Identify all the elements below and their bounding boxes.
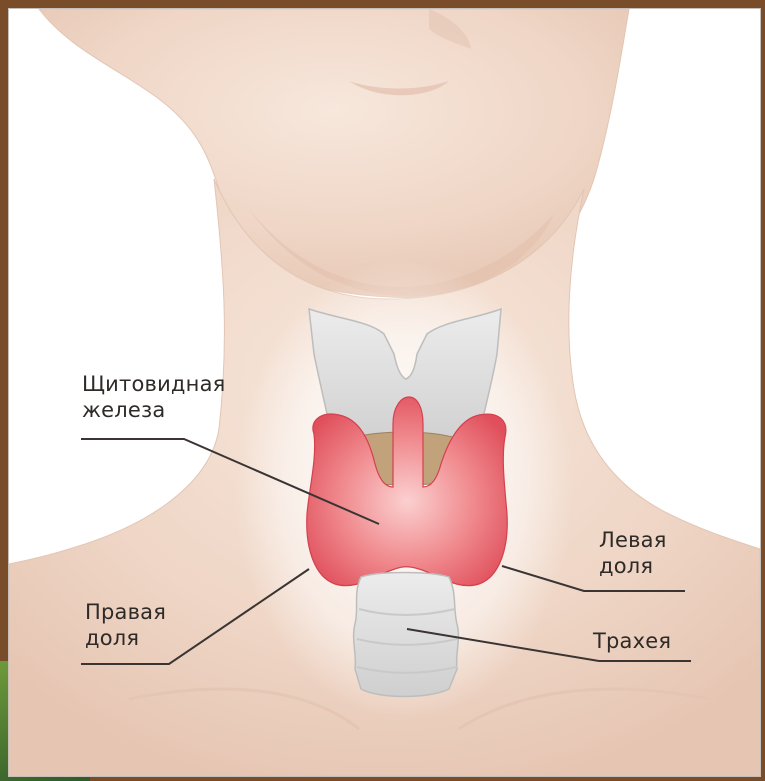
label-left-lobe-line2: доля: [599, 553, 667, 579]
label-thyroid-line1: Щитовидная: [82, 371, 225, 397]
label-thyroid-line2: железа: [82, 397, 225, 423]
label-trachea: Трахея: [593, 628, 671, 654]
label-right-lobe-line1: Правая: [85, 599, 166, 625]
label-right-lobe: Правая доля: [85, 599, 166, 651]
thyroid-gland: [307, 397, 508, 586]
illustration-panel: Щитовидная железа Левая доля Правая доля…: [8, 8, 761, 777]
label-right-lobe-line2: доля: [85, 625, 166, 651]
label-left-lobe-line1: Левая: [599, 527, 667, 553]
label-trachea-line1: Трахея: [593, 628, 671, 654]
label-thyroid-gland: Щитовидная железа: [82, 371, 225, 423]
label-left-lobe: Левая доля: [599, 527, 667, 579]
